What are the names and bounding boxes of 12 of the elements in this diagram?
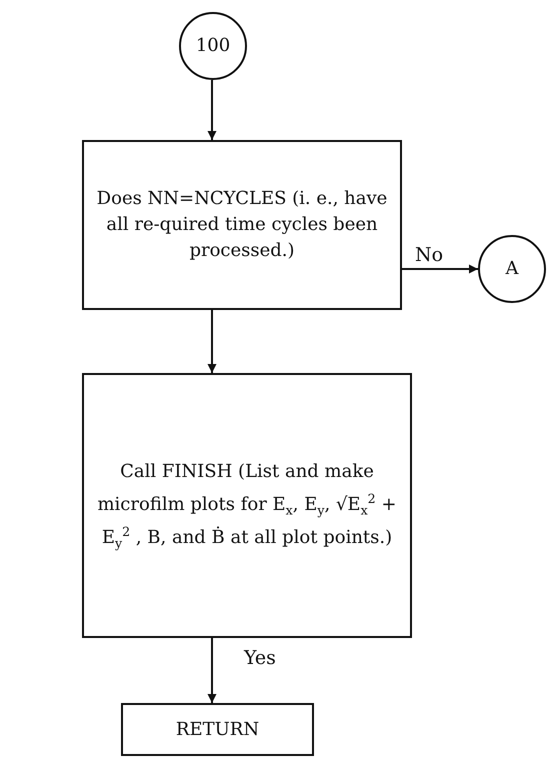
node-text: A [504, 258, 520, 280]
process-box [82, 373, 412, 638]
node-text: 100 [194, 35, 232, 57]
arrow [208, 638, 216, 703]
node-text: Call FINISH (List and make microfilm plots for E$_{x}$, E$_{y}$, √E$_{x}$$^{2}$ + E$_{y}$$^{2}$ , B, and Ḃ at all plot points.) [96, 460, 398, 553]
process-box [82, 140, 402, 310]
terminal-box [121, 703, 314, 756]
arrow [402, 264, 478, 274]
arrow [208, 310, 216, 373]
node-text: RETURN [174, 718, 260, 740]
arrow [208, 80, 216, 140]
node-text: Does NN=NCYCLES (i. e., have all re-quired time cycles been processed.) [96, 186, 388, 264]
